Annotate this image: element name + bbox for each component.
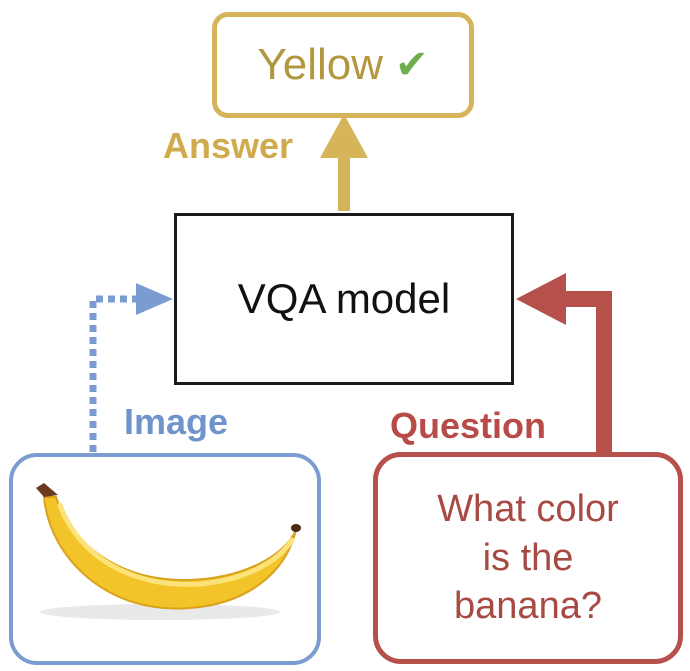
checkmark-icon: ✔ <box>395 43 429 87</box>
banana-image <box>36 483 301 620</box>
question-line: is the <box>482 536 574 579</box>
answer-box: Yellow ✔ <box>212 12 474 118</box>
image-box <box>9 453 321 665</box>
question-label: Question <box>390 405 547 446</box>
image-arrow <box>89 283 173 452</box>
vqa-model-text: VQA model <box>237 275 451 322</box>
question-arrow <box>516 273 612 452</box>
question-text: What color is the banana? <box>437 485 619 631</box>
answer-arrow <box>320 114 368 211</box>
question-line: What color <box>437 488 619 531</box>
answer-label: Answer <box>163 125 294 166</box>
image-label: Image <box>124 401 229 442</box>
question-box: What color is the banana? <box>373 452 683 664</box>
question-line: banana? <box>454 585 602 628</box>
vqa-model-box: VQA model <box>174 213 514 385</box>
answer-text: Yellow <box>257 40 384 89</box>
